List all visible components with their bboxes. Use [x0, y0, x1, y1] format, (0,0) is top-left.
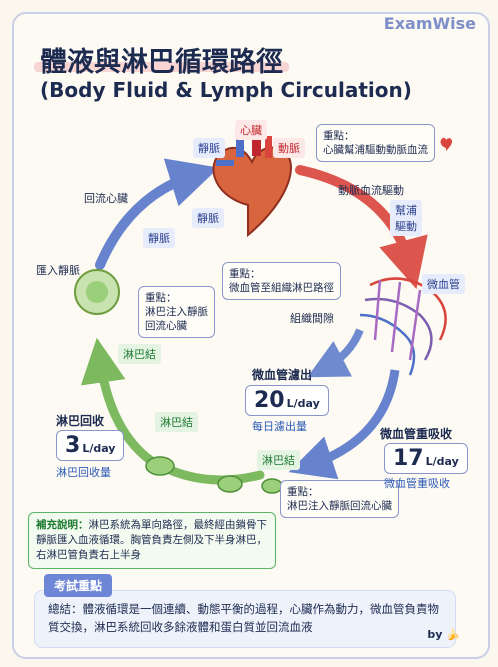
exam-head: 考試重點 — [44, 574, 113, 597]
label-artery-flow: 動脈血流驅動 — [338, 184, 404, 197]
stat-lymph-title: 淋巴回收 — [56, 414, 105, 428]
note-capillary: 重點： 微血管至組織淋巴路徑 — [222, 262, 341, 300]
label-tissue-gap: 組織間隙 — [290, 312, 334, 325]
byline-text: by — [427, 628, 443, 641]
supplement-box: 補充說明：淋巴系統為單向路徑，最終經由鎖骨下靜脈匯入血液循環。胸管負責左側及下半… — [28, 512, 276, 569]
exam-box — [34, 590, 456, 648]
heart-icon — [212, 130, 292, 238]
brand-logo: ExamWise — [383, 14, 476, 33]
stat-lymph-unit: L/day — [82, 442, 116, 455]
heart-mini-icon — [440, 137, 453, 151]
reabsorption-arrow — [288, 369, 400, 480]
label-vein-top: 靜脈 — [193, 138, 225, 158]
label-lymph-node-1: 淋巴結 — [118, 344, 161, 364]
lymph-node-icon — [145, 456, 283, 494]
label-vein-left: 靜脈 — [143, 228, 175, 248]
stat-filtration-title: 微血管濾出 — [252, 368, 313, 382]
stat-reabsorption-unit: L/day — [425, 455, 459, 468]
artery-flow-arrow — [295, 165, 428, 290]
label-capillary: 微血管 — [422, 274, 465, 294]
label-heart: 心臟 — [235, 120, 267, 140]
banana-icon: 🍌 — [446, 628, 460, 641]
stat-reabsorption-value: 17 — [393, 446, 424, 471]
label-vein-mid: 靜脈 — [192, 208, 224, 228]
stat-filtration-unit: L/day — [286, 397, 320, 410]
note-lymph: 重點： 淋巴注入靜脈 回流心臟 — [138, 286, 215, 338]
byline: by 🍌 — [427, 628, 460, 641]
stat-filtration-value: 20 — [254, 388, 285, 413]
page-title: 體液與淋巴循環路徑 — [40, 47, 283, 78]
title-highlight — [34, 62, 289, 72]
note-bottom: 重點： 淋巴注入靜脈回流心臟 — [280, 480, 399, 518]
exam-text: 總結：體液循環是一個連續、動態平衡的過程，心臟作為動力，微血管負責物質交換，淋巴… — [48, 602, 439, 634]
stat-filtration-sub: 每日濾出量 — [252, 420, 307, 433]
stat-reabsorption-sub: 微血管重吸收 — [384, 477, 450, 490]
filtration-arrow — [307, 328, 364, 378]
label-artery: 動脈 — [273, 138, 305, 158]
supplement-body: 淋巴系統為單向路徑，最終經由鎖骨下靜脈匯入血液循環。胸管負責左側及下半身淋巴，右… — [36, 519, 267, 561]
supplement-head: 補充說明： — [36, 519, 89, 531]
label-return-heart: 回流心臟 — [84, 192, 128, 205]
stat-reabsorption-title: 微血管重吸收 — [380, 427, 453, 441]
note-heart: 重點： 心臟幫浦驅動動脈血流 — [316, 124, 435, 162]
label-lymph-node-3: 淋巴結 — [257, 450, 300, 470]
page-subtitle: (Body Fluid & Lymph Circulation) — [40, 78, 412, 102]
stat-lymph-sub: 淋巴回收量 — [56, 466, 111, 479]
stat-lymph-value: 3 — [65, 433, 81, 458]
junction-node-icon — [74, 269, 120, 315]
label-pump-drive: 幫浦 驅動 — [390, 200, 422, 236]
label-lymph-node-2: 淋巴結 — [155, 412, 198, 432]
label-into-vein: 匯入靜脈 — [36, 264, 80, 277]
vein-return-arrow — [95, 158, 219, 270]
